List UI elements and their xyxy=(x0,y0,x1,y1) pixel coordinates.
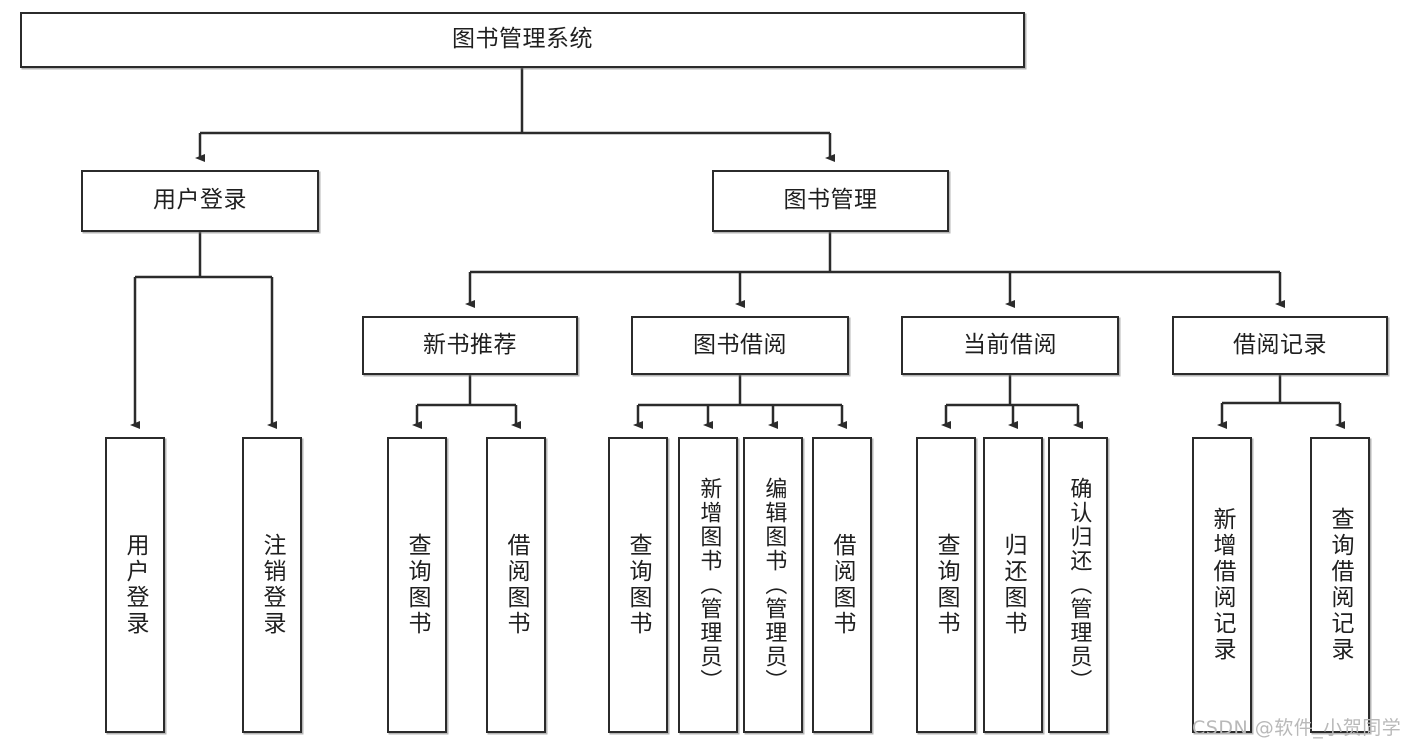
node-borrow-record[interactable]: 借阅记录 xyxy=(1172,316,1388,375)
node-leaf-cur-return[interactable]: 归还图书 xyxy=(983,437,1043,733)
node-label: 归还图书 xyxy=(1000,533,1027,637)
node-label: 借阅图书 xyxy=(829,533,856,637)
node-new-book-rec[interactable]: 新书推荐 xyxy=(362,316,578,375)
node-label: 图书管理系统 xyxy=(452,26,593,53)
node-leaf-rec-search[interactable]: 查询借阅记录 xyxy=(1310,437,1370,733)
node-current-borrow[interactable]: 当前借阅 xyxy=(901,316,1119,375)
node-leaf-rec-query[interactable]: 查询图书 xyxy=(387,437,447,733)
node-leaf-cur-query[interactable]: 查询图书 xyxy=(916,437,976,733)
node-leaf-user-logout[interactable]: 注销登录 xyxy=(242,437,302,733)
node-label: 借阅记录 xyxy=(1233,331,1327,358)
node-leaf-borrow-query[interactable]: 查询图书 xyxy=(608,437,668,733)
node-leaf-user-login[interactable]: 用户登录 xyxy=(105,437,165,733)
node-leaf-borrow-edit[interactable]: 编辑图书（管理员） xyxy=(743,437,803,733)
node-label: 新增借阅记录 xyxy=(1209,507,1236,663)
node-label: 编辑图书（管理员） xyxy=(761,477,787,693)
node-leaf-borrow-lend[interactable]: 借阅图书 xyxy=(812,437,872,733)
node-label: 图书管理 xyxy=(783,187,878,214)
node-book-borrow[interactable]: 图书借阅 xyxy=(631,316,849,375)
node-root[interactable]: 图书管理系统 xyxy=(20,12,1025,68)
node-label: 查询借阅记录 xyxy=(1327,507,1354,663)
node-label: 用户登录 xyxy=(153,187,247,214)
node-leaf-rec-add[interactable]: 新增借阅记录 xyxy=(1192,437,1252,733)
node-label: 新书推荐 xyxy=(423,331,517,358)
node-leaf-cur-confirm[interactable]: 确认归还（管理员） xyxy=(1048,437,1108,733)
node-label: 查询图书 xyxy=(625,533,652,637)
node-label: 新增图书（管理员） xyxy=(696,477,722,693)
node-label: 图书借阅 xyxy=(693,331,787,358)
node-book-manage[interactable]: 图书管理 xyxy=(712,170,949,232)
node-label: 借阅图书 xyxy=(503,533,530,637)
node-label: 用户登录 xyxy=(122,533,149,637)
node-leaf-borrow-add[interactable]: 新增图书（管理员） xyxy=(678,437,738,733)
node-label: 查询图书 xyxy=(404,533,431,637)
node-label: 注销登录 xyxy=(259,533,286,637)
node-label: 查询图书 xyxy=(933,533,960,637)
node-label: 确认归还（管理员） xyxy=(1066,477,1092,693)
node-user-login[interactable]: 用户登录 xyxy=(81,170,319,232)
node-leaf-rec-borrow[interactable]: 借阅图书 xyxy=(486,437,546,733)
node-label: 当前借阅 xyxy=(963,331,1057,358)
csdn-watermark: CSDN @软件_小贺同学 xyxy=(1192,717,1402,739)
